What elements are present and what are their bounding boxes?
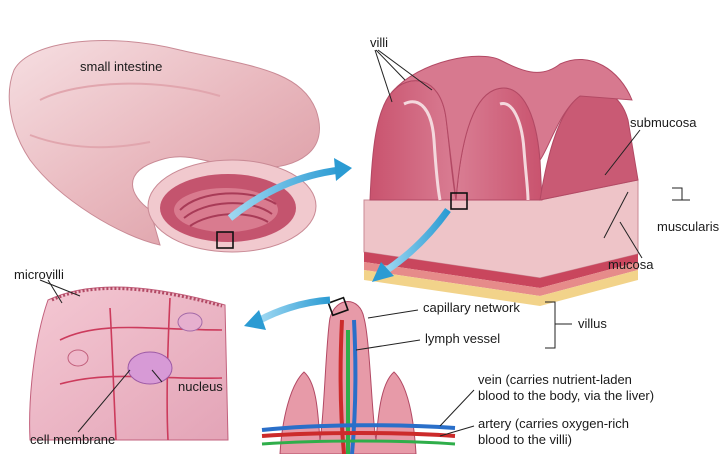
zoom-arrow-3 xyxy=(260,300,330,320)
zoom-arrow-1-head xyxy=(334,158,352,181)
label-mucosa: mucosa xyxy=(608,258,654,272)
villus-detail xyxy=(262,298,455,454)
label-small-intestine: small intestine xyxy=(80,60,162,74)
cell-nucleus-drawing xyxy=(128,352,172,384)
label-vein-line1: vein (carries nutrient-laden xyxy=(478,373,632,387)
label-villi: villi xyxy=(370,36,388,50)
label-artery-line2: blood to the villi) xyxy=(478,433,572,447)
label-nucleus: nucleus xyxy=(178,380,223,394)
label-lymph-vessel: lymph vessel xyxy=(425,332,500,346)
label-submucosa: submucosa xyxy=(630,116,696,130)
label-villus: villus xyxy=(578,317,607,331)
label-microvilli: microvilli xyxy=(14,268,64,282)
epithelial-cells xyxy=(30,287,228,440)
label-artery-line1: artery (carries oxygen-rich xyxy=(478,417,629,431)
label-cell-membrane: cell membrane xyxy=(30,433,115,447)
label-vein-line2: blood to the body, via the liver) xyxy=(478,389,654,403)
small-intestine-drawing xyxy=(9,40,319,252)
label-muscularis: muscularis xyxy=(657,220,719,234)
label-capillary-network: capillary network xyxy=(423,301,520,315)
intestinal-wall-section xyxy=(364,56,638,306)
